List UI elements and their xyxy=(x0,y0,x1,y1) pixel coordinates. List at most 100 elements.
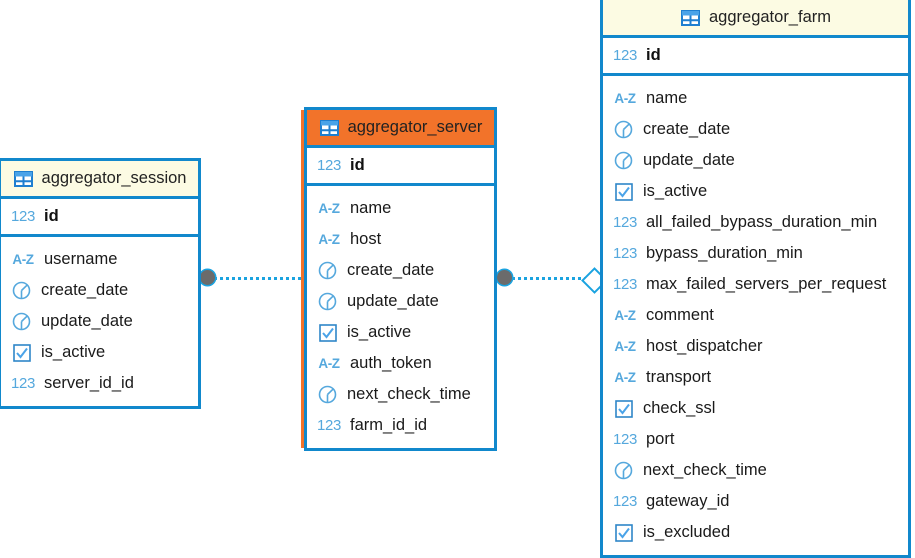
field-row[interactable]: A-Z host_dispatcher xyxy=(613,331,898,362)
field-name: comment xyxy=(646,306,714,324)
field-name: is_active xyxy=(643,182,708,200)
field-row[interactable]: check_ssl xyxy=(613,393,898,424)
text-icon: A-Z xyxy=(614,338,636,354)
field-name: next_check_time xyxy=(347,385,471,403)
field-name: farm_id_id xyxy=(350,416,428,434)
field-row[interactable]: A-Z host xyxy=(317,224,484,255)
entity-primary-key-row[interactable]: 123 id xyxy=(307,148,494,186)
field-row[interactable]: update_date xyxy=(11,306,188,337)
field-name: name xyxy=(350,199,392,217)
field-name: is_active xyxy=(41,343,106,361)
entity-field-list: A-Z name create_date update_da xyxy=(603,76,908,555)
field-name: id xyxy=(646,46,661,64)
field-name: host_dispatcher xyxy=(646,337,763,355)
boolean-icon xyxy=(613,398,634,419)
field-name: create_date xyxy=(347,261,435,279)
field-row[interactable]: update_date xyxy=(613,145,898,176)
number-icon: 123 xyxy=(316,417,342,434)
relationship-endpoint-session-circle[interactable] xyxy=(200,270,215,285)
field-row[interactable]: 123 bypass_duration_min xyxy=(613,238,898,269)
field-name: next_check_time xyxy=(643,461,767,479)
field-row[interactable]: 123 gateway_id xyxy=(613,486,898,517)
field-row[interactable]: 123 server_id_id xyxy=(11,368,188,399)
text-icon: A-Z xyxy=(12,251,34,267)
number-icon: 123 xyxy=(612,214,638,231)
datetime-icon xyxy=(11,311,32,332)
field-row[interactable]: is_excluded xyxy=(613,517,898,548)
field-name: is_active xyxy=(347,323,412,341)
field-row[interactable]: create_date xyxy=(613,114,898,145)
field-row[interactable]: 123 farm_id_id xyxy=(317,410,484,441)
field-row[interactable]: is_active xyxy=(317,317,484,348)
field-row[interactable]: is_active xyxy=(613,176,898,207)
field-name: gateway_id xyxy=(646,492,730,510)
field-row[interactable]: next_check_time xyxy=(317,379,484,410)
boolean-icon xyxy=(613,181,634,202)
entity-field-list: A-Z username create_date updat xyxy=(1,237,198,406)
relationship-line-server-farm[interactable] xyxy=(507,277,587,283)
field-name: update_date xyxy=(643,151,735,169)
entity-title: aggregator_session xyxy=(41,169,187,187)
relationship-line-session-server[interactable] xyxy=(207,277,307,283)
field-name: check_ssl xyxy=(643,399,716,417)
boolean-icon xyxy=(317,322,338,343)
text-icon: A-Z xyxy=(614,369,636,385)
field-name: all_failed_bypass_duration_min xyxy=(646,213,878,231)
field-row[interactable]: A-Z auth_token xyxy=(317,348,484,379)
field-name: transport xyxy=(646,368,712,386)
field-name: auth_token xyxy=(350,354,432,372)
field-row[interactable]: A-Z name xyxy=(317,193,484,224)
field-name: port xyxy=(646,430,675,448)
boolean-icon xyxy=(613,522,634,543)
boolean-icon xyxy=(11,342,32,363)
field-row[interactable]: 123 max_failed_servers_per_request xyxy=(613,269,898,300)
entity-primary-key-row[interactable]: 123 id xyxy=(603,38,908,76)
entity-title: aggregator_server xyxy=(347,118,483,136)
number-icon: 123 xyxy=(612,245,638,262)
relationship-endpoint-server-circle[interactable] xyxy=(497,270,512,285)
field-row[interactable]: is_active xyxy=(11,337,188,368)
field-name: server_id_id xyxy=(44,374,134,392)
datetime-icon xyxy=(613,150,634,171)
datetime-icon xyxy=(11,280,32,301)
field-name: bypass_duration_min xyxy=(646,244,803,262)
field-name: host xyxy=(350,230,382,248)
field-name: create_date xyxy=(41,281,129,299)
field-name: is_excluded xyxy=(643,523,731,541)
entity-field-list: A-Z name A-Z host create_date xyxy=(307,186,494,448)
entity-header-aggregator-server[interactable]: aggregator_server xyxy=(307,110,494,148)
text-icon: A-Z xyxy=(318,200,340,216)
datetime-icon xyxy=(317,260,338,281)
text-icon: A-Z xyxy=(614,90,636,106)
field-row[interactable]: A-Z name xyxy=(613,83,898,114)
field-row[interactable]: 123 all_failed_bypass_duration_min xyxy=(613,207,898,238)
number-icon: 123 xyxy=(612,493,638,510)
entity-aggregator-server[interactable]: aggregator_server 123 id A-Z name A-Z ho… xyxy=(301,107,497,451)
text-icon: A-Z xyxy=(318,231,340,247)
selection-stripe xyxy=(301,110,304,448)
field-row[interactable]: A-Z username xyxy=(11,244,188,275)
table-grid-icon xyxy=(13,168,34,189)
text-icon: A-Z xyxy=(614,307,636,323)
number-icon: 123 xyxy=(10,208,36,225)
field-row[interactable]: A-Z comment xyxy=(613,300,898,331)
table-grid-icon xyxy=(680,7,701,28)
field-row[interactable]: update_date xyxy=(317,286,484,317)
entity-primary-key-row[interactable]: 123 id xyxy=(1,199,198,237)
field-row[interactable]: create_date xyxy=(317,255,484,286)
field-name: update_date xyxy=(347,292,439,310)
field-row[interactable]: create_date xyxy=(11,275,188,306)
entity-header-aggregator-session[interactable]: aggregator_session xyxy=(1,161,198,199)
entity-header-aggregator-farm[interactable]: aggregator_farm xyxy=(603,0,908,38)
field-row[interactable]: 123 port xyxy=(613,424,898,455)
field-row[interactable]: A-Z transport xyxy=(613,362,898,393)
number-icon: 123 xyxy=(316,157,342,174)
entity-aggregator-farm[interactable]: aggregator_farm 123 id A-Z name create_d… xyxy=(600,0,911,558)
number-icon: 123 xyxy=(612,47,638,64)
number-icon: 123 xyxy=(612,431,638,448)
entity-aggregator-session[interactable]: aggregator_session 123 id A-Z username c… xyxy=(0,158,201,409)
field-row[interactable]: next_check_time xyxy=(613,455,898,486)
field-name: id xyxy=(44,207,59,225)
field-name: create_date xyxy=(643,120,731,138)
text-icon: A-Z xyxy=(318,355,340,371)
